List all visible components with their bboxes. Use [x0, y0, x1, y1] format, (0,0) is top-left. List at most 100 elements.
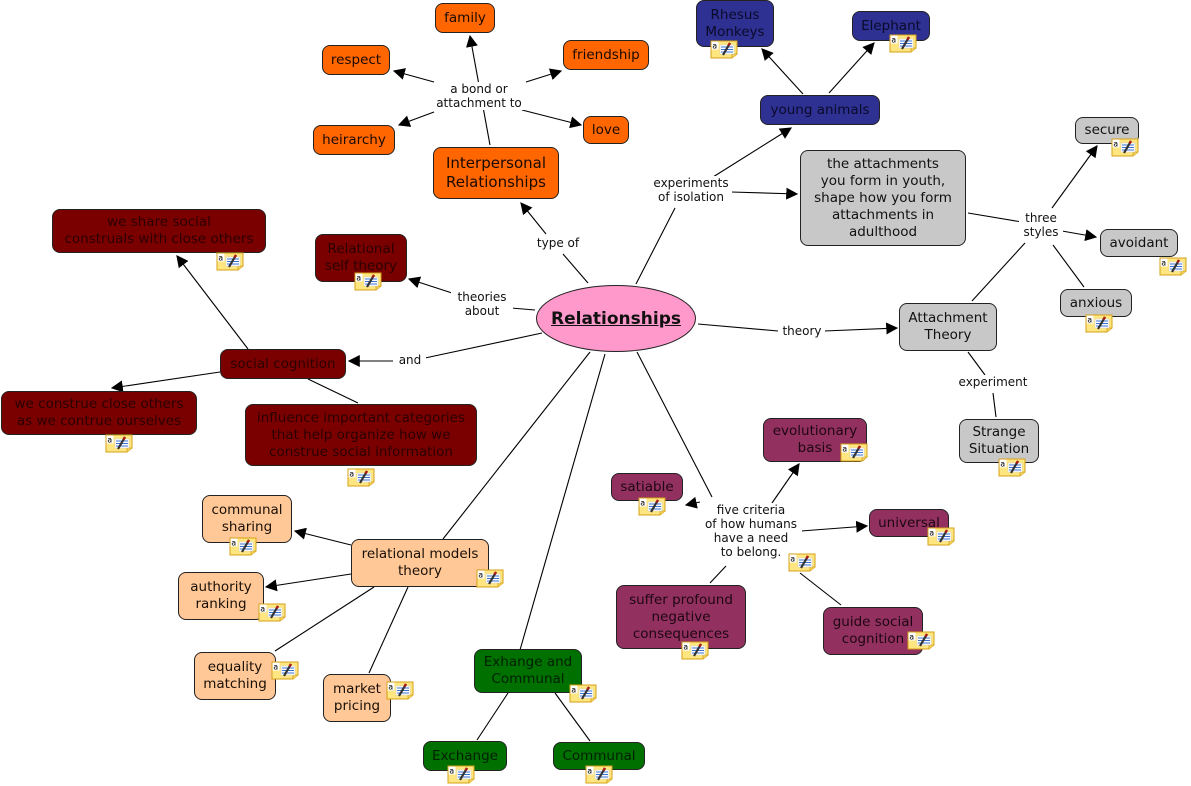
- annotation-note-icon[interactable]: a: [840, 443, 868, 462]
- annotation-note-icon[interactable]: a: [347, 468, 375, 487]
- annotation-note-icon[interactable]: a: [998, 458, 1026, 477]
- link-label-experiment: experiment: [954, 375, 1032, 389]
- node-relational-models-theory[interactable]: relational models theory: [351, 539, 489, 587]
- svg-text:a: a: [790, 555, 795, 564]
- annotation-note-icon[interactable]: a: [710, 40, 738, 59]
- link-line: [519, 353, 606, 651]
- node-authority-ranking[interactable]: authority ranking: [178, 572, 264, 620]
- node-guide-social-cognition[interactable]: guide social cognition: [823, 607, 923, 655]
- node-communal[interactable]: Communal: [553, 742, 645, 770]
- link-label-bond: a bond or attachment to: [434, 82, 524, 110]
- annotation-note-icon[interactable]: a: [258, 603, 286, 622]
- annotation-note-icon[interactable]: a: [1159, 257, 1187, 276]
- annotation-note-icon[interactable]: a: [216, 252, 244, 271]
- link-line: [828, 42, 875, 94]
- node-friendship[interactable]: friendship: [563, 40, 649, 70]
- annotation-note-icon[interactable]: a: [271, 661, 299, 680]
- link-line: [635, 207, 676, 285]
- node-exchange[interactable]: Exchange: [423, 741, 507, 771]
- link-line: [293, 527, 352, 546]
- node-anxious[interactable]: anxious: [1060, 289, 1132, 317]
- annotation-note-icon[interactable]: a: [1085, 314, 1113, 333]
- annotation-note-icon[interactable]: a: [386, 681, 414, 700]
- link-line: [697, 323, 779, 332]
- svg-text:a: a: [683, 643, 688, 652]
- annotation-note-icon[interactable]: a: [569, 684, 597, 703]
- annotation-note-icon[interactable]: a: [585, 765, 613, 784]
- link-line: [709, 565, 727, 584]
- node-social-cognition[interactable]: social cognition: [220, 349, 346, 379]
- svg-text:a: a: [891, 36, 896, 45]
- svg-text:a: a: [712, 42, 717, 51]
- annotation-note-icon[interactable]: a: [889, 34, 917, 53]
- svg-text:a: a: [273, 663, 278, 672]
- node-satiable[interactable]: satiable: [611, 473, 683, 501]
- annotation-note-icon[interactable]: a: [105, 434, 133, 453]
- annotation-note-icon[interactable]: a: [476, 569, 504, 588]
- link-line: [525, 68, 563, 83]
- node-share-construals[interactable]: we share social construals with close ot…: [52, 209, 266, 253]
- annotation-note-icon[interactable]: a: [229, 537, 257, 556]
- link-line: [264, 573, 352, 592]
- link-line: [636, 351, 713, 498]
- link-line: [799, 572, 842, 606]
- annotation-note-icon[interactable]: a: [354, 272, 382, 291]
- link-label-type-of: type of: [533, 236, 583, 250]
- node-market-pricing[interactable]: market pricing: [323, 674, 391, 722]
- node-attachments-youth[interactable]: the attachments you form in youth, shape…: [800, 150, 966, 246]
- node-attachment-theory[interactable]: Attachment Theory: [899, 303, 997, 351]
- link-line: [771, 463, 800, 504]
- svg-text:a: a: [349, 470, 354, 479]
- link-line: [967, 351, 986, 376]
- svg-text:a: a: [1113, 140, 1118, 149]
- annotation-note-icon[interactable]: a: [1111, 138, 1139, 157]
- link-line: [761, 48, 804, 95]
- node-love[interactable]: love: [583, 116, 629, 144]
- node-rhesus-monkeys[interactable]: Rhesus Monkeys: [696, 0, 774, 47]
- link-line: [1051, 145, 1098, 209]
- annotation-note-icon[interactable]: a: [681, 641, 709, 660]
- node-interpersonal-relationships[interactable]: Interpersonal Relationships: [433, 147, 559, 199]
- node-young-animals[interactable]: young animals: [760, 95, 880, 125]
- central-concept-relationships[interactable]: Relationships: [536, 285, 696, 352]
- node-respect[interactable]: respect: [322, 45, 390, 75]
- svg-text:a: a: [587, 767, 592, 776]
- svg-text:a: a: [478, 571, 483, 580]
- link-line: [712, 127, 793, 178]
- link-line: [176, 255, 249, 350]
- link-line: [520, 202, 547, 235]
- link-label-experiments: experiments of isolation: [650, 176, 732, 204]
- annotation-note-icon[interactable]: a: [927, 527, 955, 546]
- node-suffer-consequences[interactable]: suffer profound negative consequences: [616, 585, 746, 649]
- node-communal-sharing[interactable]: communal sharing: [202, 495, 292, 543]
- node-heirarchy[interactable]: heirarchy: [313, 125, 395, 155]
- node-influence-categories[interactable]: influence important categories that help…: [245, 404, 477, 466]
- link-line: [730, 187, 799, 200]
- link-line: [307, 378, 359, 404]
- node-family[interactable]: family: [435, 3, 495, 33]
- node-avoidant[interactable]: avoidant: [1100, 229, 1178, 257]
- link-label-theories-about: theories about: [451, 290, 513, 318]
- node-strange-situation[interactable]: Strange Situation: [959, 419, 1039, 463]
- link-line: [684, 496, 701, 509]
- svg-text:a: a: [218, 254, 223, 263]
- link-label-theory: theory: [779, 324, 825, 338]
- annotation-note-icon[interactable]: a: [638, 497, 666, 516]
- link-line: [110, 371, 221, 393]
- annotation-note-icon[interactable]: a: [447, 765, 475, 784]
- node-secure[interactable]: secure: [1075, 117, 1139, 144]
- svg-text:a: a: [640, 499, 645, 508]
- annotation-note-icon[interactable]: a: [907, 631, 935, 650]
- svg-text:a: a: [909, 633, 914, 642]
- annotation-note-icon[interactable]: a: [788, 553, 816, 572]
- svg-text:a: a: [449, 767, 454, 776]
- node-exchange-and-communal[interactable]: Exhange and Communal: [474, 649, 582, 693]
- link-line: [510, 307, 536, 311]
- svg-text:a: a: [929, 529, 934, 538]
- svg-text:a: a: [356, 274, 361, 283]
- svg-text:a: a: [388, 683, 393, 692]
- link-line: [971, 242, 1026, 302]
- svg-text:a: a: [571, 686, 576, 695]
- node-equality-matching[interactable]: equality matching: [194, 652, 276, 700]
- node-construe-others[interactable]: we construe close others as we contrue o…: [1, 391, 197, 435]
